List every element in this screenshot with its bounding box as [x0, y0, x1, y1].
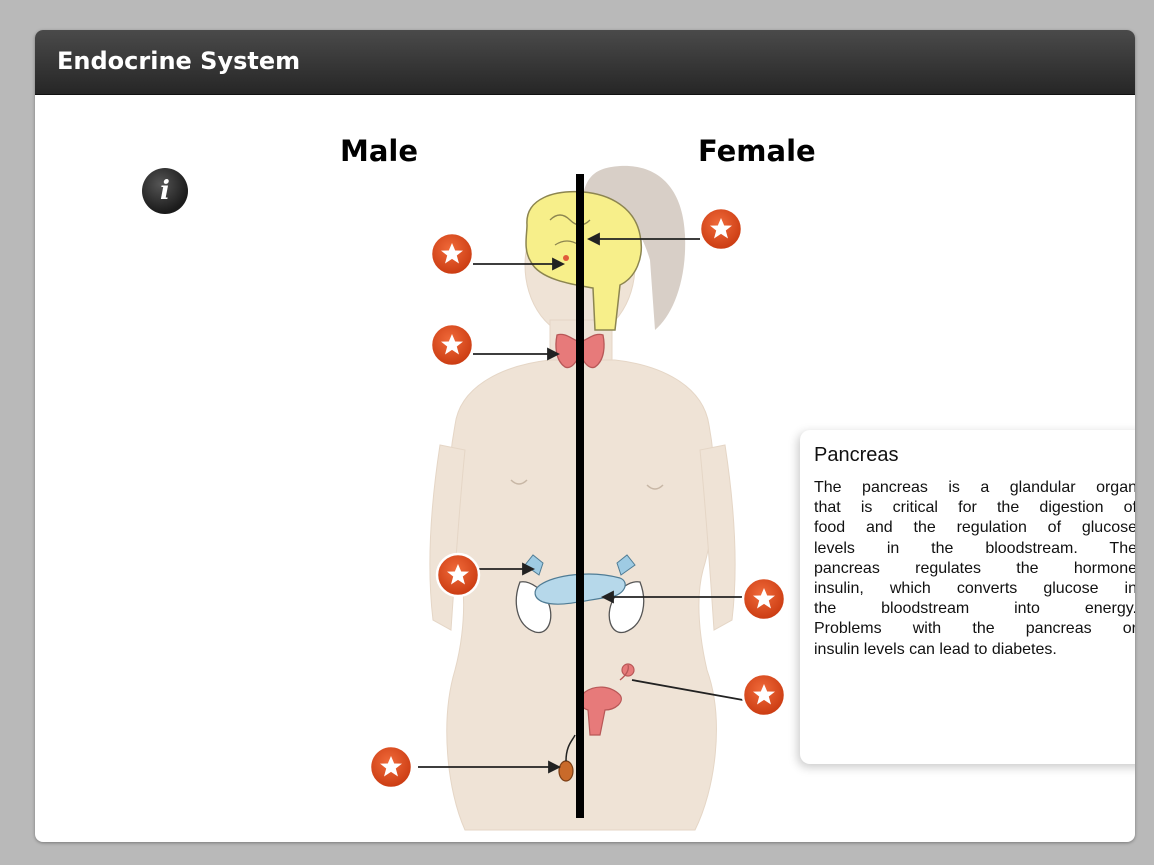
hotspot-testis[interactable]	[370, 746, 412, 788]
popup-body: The pancreas is a glandular organ that i…	[814, 478, 1135, 660]
hotspot-hypothalamus-female[interactable]	[700, 208, 742, 250]
popup-line: that is critical for the digestion of	[814, 498, 1135, 518]
star-icon	[431, 324, 473, 366]
star-icon	[743, 674, 785, 716]
popup-line: insulin, which converts glucose in	[814, 579, 1135, 599]
popup-title: Pancreas	[814, 444, 899, 467]
popup-line: The pancreas is a glandular organ	[814, 478, 1135, 498]
star-icon	[370, 746, 412, 788]
main-panel: Endocrine System i Male Female	[35, 30, 1135, 842]
popup-line: insulin levels can lead to diabetes.	[814, 640, 1135, 660]
star-icon	[431, 233, 473, 275]
popup-line: Problems with the pancreas or	[814, 619, 1135, 639]
hotspot-pancreas[interactable]	[743, 578, 785, 620]
center-divider	[576, 174, 584, 818]
hotspot-thyroid[interactable]	[431, 324, 473, 366]
hotspot-pituitary-male[interactable]	[431, 233, 473, 275]
hotspot-ovary[interactable]	[743, 674, 785, 716]
popup-line: levels in the bloodstream. The	[814, 539, 1135, 559]
popup-line: food and the regulation of glucose	[814, 518, 1135, 538]
hotspot-adrenal[interactable]	[437, 554, 479, 596]
star-icon	[700, 208, 742, 250]
star-icon	[437, 554, 479, 596]
popup-line: pancreas regulates the hormone	[814, 559, 1135, 579]
info-popup: Pancreas The pancreas is a glandular org…	[800, 430, 1135, 764]
popup-line: the bloodstream into energy.	[814, 599, 1135, 619]
star-icon	[743, 578, 785, 620]
